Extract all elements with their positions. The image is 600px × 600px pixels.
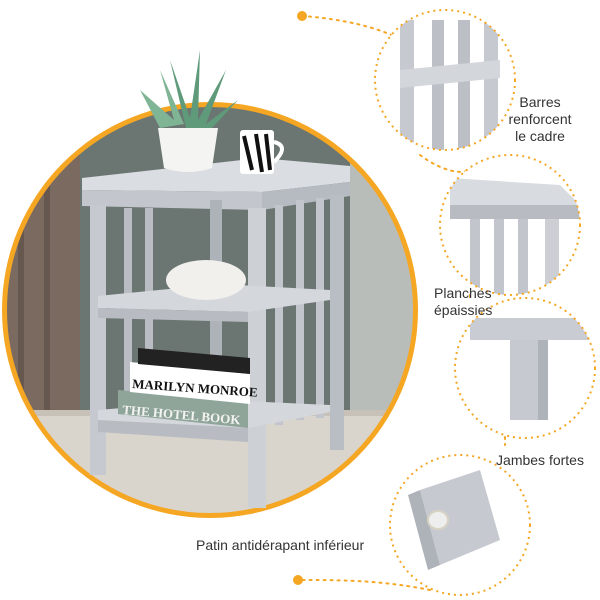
connector-dot (293, 575, 303, 585)
label-thick-planks: Planches épaissies (434, 285, 493, 318)
detail-circle-planks (439, 154, 581, 296)
detail-circle-legs (454, 297, 596, 439)
main-scene: MARILYN MONROE THE HOTEL BOOK (2, 50, 418, 518)
connector-dotted-line (297, 15, 506, 591)
detail-circle-bars (374, 9, 516, 151)
detail-circle-pad (389, 454, 531, 596)
label-strong-legs: Jambes fortes (496, 452, 584, 468)
potted-plant (140, 50, 238, 172)
label-reinforced-bars: Barres renforcent le cadre (508, 94, 572, 144)
connector-dot (297, 11, 307, 21)
label-anti-slip-pad: Patin antidérapant inférieur (196, 537, 365, 553)
decor-stone (166, 260, 246, 300)
books (118, 348, 250, 428)
mug (240, 130, 284, 174)
